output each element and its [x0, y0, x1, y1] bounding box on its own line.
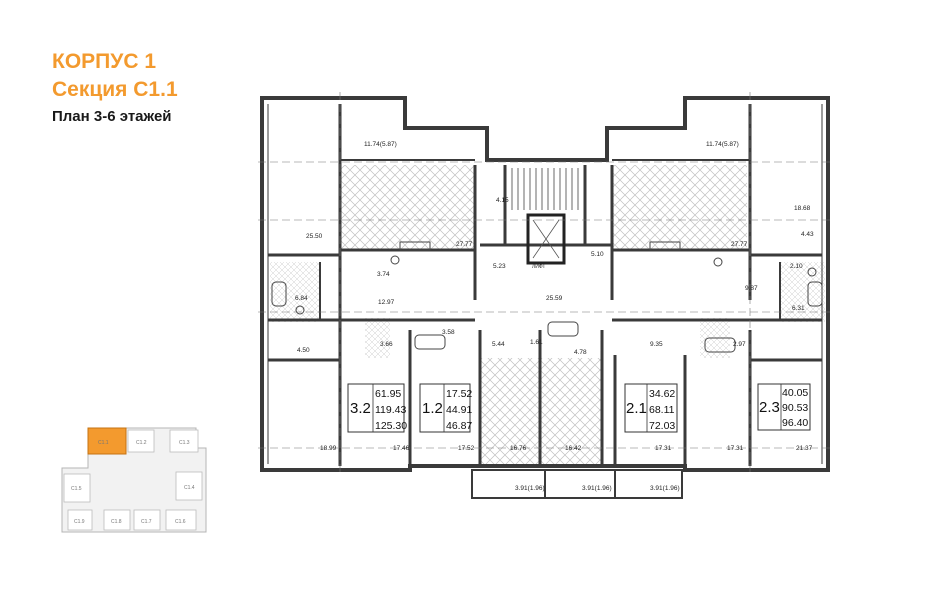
header: КОРПУС 1 Секция С1.1 План 3-6 этажей [52, 48, 178, 128]
room-area: 25.50 [306, 233, 323, 240]
room-area: 5.23 [493, 263, 506, 270]
living-area: 17.52 [446, 388, 472, 400]
room-area: 21.37 [796, 445, 813, 452]
room-area: 18.99 [320, 445, 337, 452]
room-area: 1.61 [530, 339, 543, 346]
apartment-1-2: 1.2 17.52 44.91 46.87 [419, 383, 472, 433]
apartment-3-2: 3.2 61.95 119.43 125.30 [347, 383, 407, 433]
room-area: 17.46 [393, 445, 410, 452]
room-area: 2.97 [733, 341, 746, 348]
total-area: 90.53 [782, 402, 808, 414]
room-area: 4.43 [801, 231, 814, 238]
room-area: 5.10 [591, 251, 604, 258]
room-area: 12.97 [378, 299, 395, 306]
section-title: Секция С1.1 [52, 78, 178, 101]
balconies [471, 469, 683, 499]
room-area: 9.87 [745, 285, 758, 292]
key-plan: С1.1 С1.2 С1.3 С1.4 С1.5 С1.6 С1.7 С1.8 … [61, 427, 207, 533]
key-plan-label: С1.4 [184, 485, 195, 491]
total-area: 68.11 [649, 404, 675, 416]
living-area: 34.62 [649, 388, 675, 400]
room-area: 4.50 [297, 347, 310, 354]
room-area: 27.77 [456, 241, 473, 248]
area-with-balcony: 72.03 [649, 420, 675, 432]
room-area: 6.31 [792, 305, 805, 312]
total-area: 119.43 [375, 404, 406, 416]
key-plan-label: С1.2 [136, 440, 147, 446]
key-plan-label: С1.7 [141, 519, 152, 525]
living-area: 61.95 [375, 388, 401, 400]
highlighted-section [87, 427, 127, 455]
room-area: 25.59 [546, 295, 563, 302]
floor-plan-subtitle: План 3-6 этажей [52, 108, 172, 125]
area-with-balcony: 46.87 [446, 420, 472, 432]
room-area: 16.42 [565, 445, 582, 452]
room-area: 3.66 [380, 341, 393, 348]
apartment-code: 2.1 [626, 400, 647, 417]
room-area: 11.74(5.87) [706, 141, 739, 148]
room-area: 5.44 [492, 341, 505, 348]
room-area: 3.58 [442, 329, 455, 336]
building-title: КОРПУС 1 [52, 50, 156, 73]
room-area: 18.68 [794, 205, 811, 212]
total-area: 44.91 [446, 404, 472, 416]
lift-label: ЛИФТ [532, 264, 545, 270]
room-area: 6.84 [295, 295, 308, 302]
room-area: 17.31 [727, 445, 744, 452]
room-area: 17.52 [458, 445, 475, 452]
hatched-zones [270, 165, 825, 466]
apartment-code: 1.2 [422, 400, 443, 417]
apartment-2-3: 2.3 40.05 90.53 96.40 [757, 383, 811, 431]
apartment-2-1: 2.1 34.62 68.11 72.03 [624, 383, 678, 433]
room-area: 16.76 [510, 445, 527, 452]
room-areas: 11.74(5.87) 11.74(5.87) 4.15 18.68 25.50… [295, 141, 814, 492]
living-area: 40.05 [782, 387, 808, 399]
room-area: 4.15 [496, 197, 509, 204]
balcony-area: 3.91(1.96) [582, 485, 612, 492]
stairwell-and-lift [511, 168, 579, 265]
outer-walls [260, 96, 830, 472]
key-plan-label: С1.8 [111, 519, 122, 525]
bathroom-fixtures [271, 241, 823, 353]
key-plan-label: С1.1 [98, 440, 109, 446]
room-area: 3.74 [377, 271, 390, 278]
axis-lines [258, 92, 832, 476]
room-area: 2.10 [790, 263, 803, 270]
key-plan-label: С1.9 [74, 519, 85, 525]
apartment-summaries: 3.2 61.95 119.43 125.30 1.2 17.52 44.91 … [347, 383, 811, 433]
room-area: 4.78 [574, 349, 587, 356]
apartment-code: 3.2 [350, 400, 371, 417]
balcony-area: 3.91(1.96) [650, 485, 680, 492]
balcony-area: 3.91(1.96) [515, 485, 545, 492]
room-area: 9.35 [650, 341, 663, 348]
room-area: 11.74(5.87) [364, 141, 397, 148]
key-plan-label: С1.3 [179, 440, 190, 446]
key-plan-label: С1.6 [175, 519, 186, 525]
area-with-balcony: 125.30 [375, 420, 407, 432]
room-area: 27.77 [731, 241, 748, 248]
room-area: 17.31 [655, 445, 672, 452]
apartment-code: 2.3 [759, 399, 780, 416]
area-with-balcony: 96.40 [782, 417, 808, 429]
key-plan-label: С1.5 [71, 486, 82, 492]
